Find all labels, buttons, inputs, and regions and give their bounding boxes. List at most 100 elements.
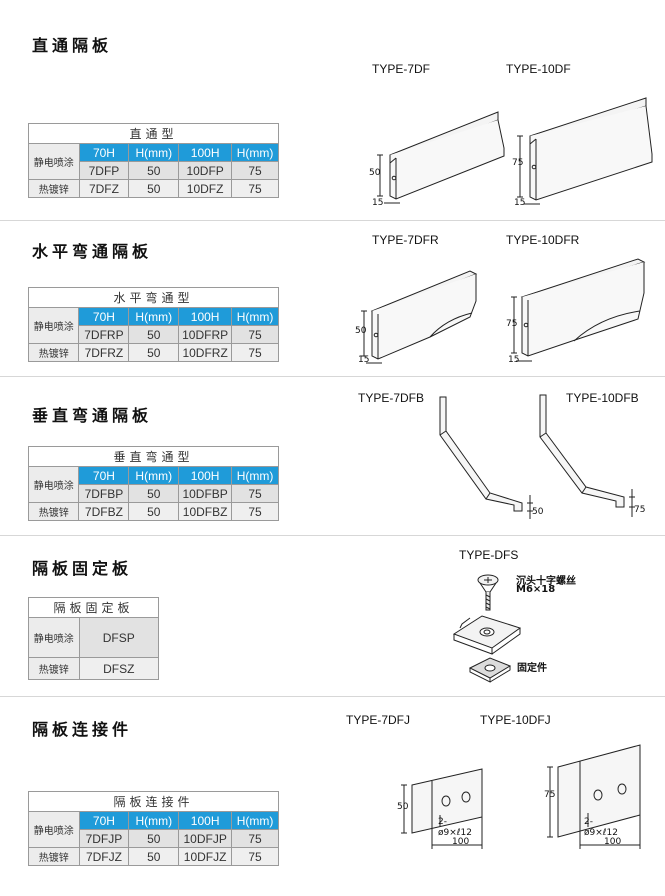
dimension-label: 75 <box>634 505 646 515</box>
fixing-plate-assembly-drawing <box>452 574 522 683</box>
table-cell: 75 <box>231 179 279 198</box>
table-cell: 10DFBZ <box>178 502 233 521</box>
row-label: 热镀锌 <box>28 179 80 198</box>
spec-table: 垂直弯通型 静电喷涂 70H H(mm) 100H H(mm) 7DFBP 50… <box>27 446 279 521</box>
row-label: 静电喷涂 <box>28 617 80 658</box>
table-cell: 10DFJP <box>178 829 233 848</box>
vertical-bend-divider-10dfb-drawing <box>539 394 635 517</box>
figure-type-label: TYPE-7DFJ <box>346 713 411 727</box>
dimension-label: 15 <box>372 198 384 208</box>
table-header: H(mm) <box>128 811 180 830</box>
row-label: 静电喷涂 <box>28 811 80 848</box>
table-caption: 隔板固定板 <box>28 597 159 618</box>
table-cell: 75 <box>231 325 279 344</box>
table-cell: 10DFRZ <box>178 343 233 362</box>
section-title: 水平弯通隔板 <box>32 242 153 261</box>
table-cell: 75 <box>231 829 279 848</box>
table-header: H(mm) <box>128 466 180 485</box>
table-cell: 7DFP <box>78 161 130 180</box>
screw-size: M6×18 <box>516 584 556 595</box>
row-label: 静电喷涂 <box>27 466 80 503</box>
horizontal-bend-divider-10dfr-drawing <box>511 258 646 362</box>
table-header: 70H <box>78 307 130 326</box>
section-title: 隔板固定板 <box>32 559 133 578</box>
section-straight-divider: 直通隔板 直通型 静电喷涂 70H H(mm) 100H H(mm) 7DFP … <box>0 0 665 221</box>
table-header: 70H <box>78 466 130 485</box>
row-label: 热镀锌 <box>27 343 80 362</box>
spec-table: 直通型 静电喷涂 70H H(mm) 100H H(mm) 7DFP 50 10… <box>28 123 279 198</box>
table-cell: 10DFP <box>178 161 233 180</box>
table-cell: 75 <box>231 847 279 866</box>
part-label: 固定件 <box>517 663 547 674</box>
table-header: H(mm) <box>231 466 279 485</box>
spec-table: 隔板连接件 静电喷涂 70H H(mm) 100H H(mm) 7DFJP 50… <box>28 791 279 866</box>
section-vertical-bend-divider: 垂直弯通隔板 垂直弯通型 静电喷涂 70H H(mm) 100H H(mm) 7… <box>0 377 665 536</box>
row-label: 热镀锌 <box>28 847 80 866</box>
table-header: H(mm) <box>231 143 279 162</box>
table-caption: 水平弯通型 <box>28 287 279 308</box>
screw-label: 沉头十字螺丝 <box>516 576 576 587</box>
hole-note: 2- <box>584 817 593 827</box>
table-header: H(mm) <box>231 811 279 830</box>
figure-type-label: TYPE-10DF <box>506 62 571 76</box>
table-header: H(mm) <box>128 143 180 162</box>
table-cell: 50 <box>128 179 180 198</box>
table-cell: 50 <box>128 484 180 503</box>
row-label: 静电喷涂 <box>27 307 80 344</box>
spec-table: 水平弯通型 静电喷涂 70H H(mm) 100H H(mm) 7DFRP 50… <box>27 287 279 362</box>
table-cell: 7DFZ <box>78 179 130 198</box>
table-caption: 直通型 <box>28 123 279 144</box>
vertical-bend-divider-7dfb-drawing <box>439 396 533 519</box>
table-cell: 7DFJZ <box>78 847 130 866</box>
figure-type-label: TYPE-10DFB <box>566 391 639 405</box>
table-cell: 50 <box>128 847 180 866</box>
table-caption: 垂直弯通型 <box>28 446 279 467</box>
table-header: H(mm) <box>231 307 279 326</box>
table-header: H(mm) <box>128 307 180 326</box>
table-cell: 10DFZ <box>178 179 233 198</box>
dimension-label: 100 <box>452 837 470 847</box>
spec-table: 隔板固定板 静电喷涂 DFSP 热镀锌 DFSZ <box>28 597 160 680</box>
dimension-label: 75 <box>506 319 518 329</box>
section-title: 垂直弯通隔板 <box>32 406 153 425</box>
figure-type-label: TYPE-7DFR <box>372 233 439 247</box>
table-cell: DFSP <box>78 617 160 658</box>
dimension-label: 50 <box>397 802 409 812</box>
figure-type-label: TYPE-DFS <box>459 548 519 562</box>
dimension-label: 50 <box>532 507 544 517</box>
table-cell: 7DFJP <box>78 829 130 848</box>
table-cell: DFSZ <box>78 657 160 680</box>
row-label: 热镀锌 <box>28 657 80 680</box>
straight-divider-10df-drawing <box>517 97 653 205</box>
figure-type-label: TYPE-10DFJ <box>480 713 551 727</box>
table-cell: 50 <box>128 343 180 362</box>
straight-divider-7df-drawing <box>377 111 505 204</box>
hole-note: ø9×ℓ12 <box>584 828 618 838</box>
dimension-label: 100 <box>604 837 622 847</box>
section-horizontal-bend-divider: 水平弯通隔板 水平弯通型 静电喷涂 70H H(mm) 100H H(mm) 7… <box>0 221 665 377</box>
table-cell: 7DFBP <box>78 484 130 503</box>
dimension-label: 15 <box>514 198 526 208</box>
figure-type-label: TYPE-7DFB <box>358 391 425 405</box>
connector-7dfj-drawing <box>401 768 483 849</box>
dimension-label: 50 <box>355 326 367 336</box>
hole-note: 2- <box>438 817 447 827</box>
table-header: 70H <box>78 143 130 162</box>
table-cell: 75 <box>231 161 279 180</box>
table-cell: 7DFBZ <box>78 502 130 521</box>
table-cell: 10DFRP <box>178 325 233 344</box>
table-cell: 75 <box>231 502 279 521</box>
figure-type-label: TYPE-10DFR <box>506 233 580 247</box>
table-header: 100H <box>178 466 233 485</box>
table-cell: 7DFRP <box>78 325 130 344</box>
table-cell: 75 <box>231 343 279 362</box>
table-cell: 50 <box>128 829 180 848</box>
table-caption: 隔板连接件 <box>28 791 279 812</box>
hole-note: ø9×ℓ12 <box>438 828 472 838</box>
dimension-label: 75 <box>512 158 524 168</box>
table-header: 100H <box>178 307 233 326</box>
dimension-label: 15 <box>358 355 370 365</box>
section-title: 隔板连接件 <box>32 720 133 739</box>
dimension-label: 50 <box>369 168 381 178</box>
dimension-label: 15 <box>508 355 520 365</box>
